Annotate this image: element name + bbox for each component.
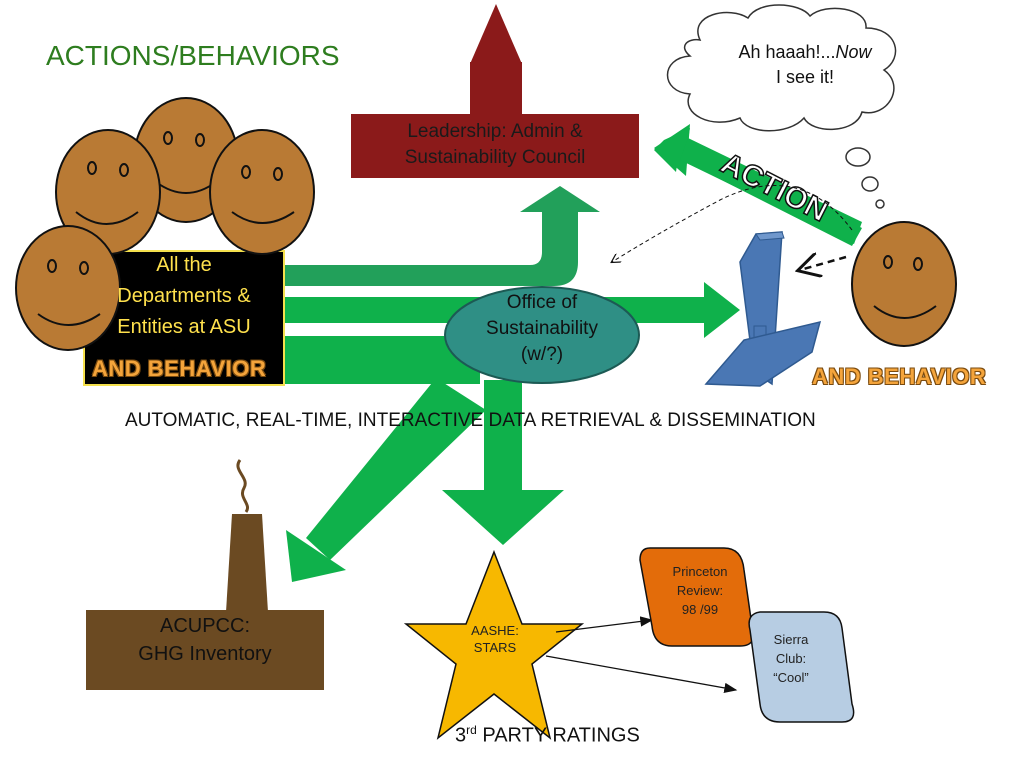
viewer-face — [851, 221, 957, 347]
face-cluster — [15, 97, 315, 351]
action-arrow — [654, 124, 862, 246]
princeton-line-3: 98 /99 — [681, 602, 719, 617]
page-title: ACTIONS/BEHAVIORS — [46, 40, 340, 71]
princeton-line-2: Review: — [676, 583, 724, 598]
sierra-line-2: Club: — [775, 651, 807, 666]
departments-line-1: All the — [156, 254, 212, 276]
thought-line-1-italic: Now — [835, 42, 872, 62]
dashed-feedback-arrow — [612, 185, 853, 262]
departments-line-2: Departments & — [117, 285, 251, 307]
thought-line-1-plain: Ah haaah!... — [738, 42, 836, 62]
princeton-line-1: Princeton — [672, 564, 728, 579]
sierra-line-1: Sierra — [773, 632, 809, 647]
computer-monitor — [704, 231, 822, 387]
up-arrow-to-leadership — [282, 186, 600, 286]
departments-line-3: Entities at ASU — [117, 316, 251, 338]
thought-line-2: I see it! — [775, 67, 835, 87]
leadership-line-1: Leadership: Admin & — [407, 121, 583, 142]
leadership-steeple — [470, 4, 522, 116]
office-line-1: Office of — [506, 292, 578, 313]
leadership-label: Leadership: Admin & Sustainability Counc… — [351, 114, 639, 178]
acupcc-line-2: GHG Inventory — [138, 643, 272, 665]
sierra-line-3: “Cool” — [773, 670, 809, 685]
princeton-scroll — [639, 547, 755, 647]
office-line-2: Sustainability — [486, 318, 598, 339]
office-ellipse — [444, 286, 640, 384]
aashe-line-1: AASHE: — [471, 623, 519, 638]
leadership-line-2: Sustainability Council — [404, 147, 586, 168]
arrow-to-sierra — [545, 655, 738, 694]
aashe-label: AASHE: STARS — [452, 622, 538, 656]
ratings-superscript: rd — [466, 723, 477, 737]
acupcc-label: ACUPCC: GHG Inventory — [86, 612, 324, 668]
thought-text: Ah haaah!...Now I see it! — [690, 40, 920, 90]
arrow-to-princeton — [555, 616, 654, 633]
acupcc-box — [86, 610, 324, 690]
aashe-line-2: STARS — [473, 640, 517, 655]
sierra-label: Sierra Club: “Cool” — [745, 630, 837, 687]
down-arrow-to-ratings — [442, 380, 564, 545]
office-line-3: (w/?) — [520, 344, 564, 365]
ratings-rest: PARTY RATINGS — [476, 724, 640, 747]
acupcc-line-1: ACUPCC: — [159, 615, 250, 637]
sierra-scroll — [748, 611, 855, 723]
thought-cloud — [666, 4, 897, 209]
dashed-view-arrow — [800, 257, 847, 270]
leadership-banner — [351, 114, 639, 178]
departments-label: All the Departments & Entities at ASU — [86, 250, 282, 343]
office-label: Office of Sustainability (w/?) — [446, 290, 638, 368]
action-label: ACTION — [716, 147, 833, 229]
thought-line-1: Ah haaah!...Now — [690, 40, 920, 65]
behavior-label-right: AND BEHAVIOR — [812, 364, 987, 389]
third-party-ratings-caption: 3rd PARTY RATINGS — [455, 723, 640, 748]
princeton-label: Princeton Review: 98 /99 — [650, 562, 750, 619]
face-right — [209, 129, 315, 255]
behavior-label-left: AND BEHAVIOR — [92, 356, 267, 381]
aashe-star — [403, 549, 585, 740]
ratings-prefix: 3 — [455, 724, 467, 747]
face-bottom-left — [15, 225, 121, 351]
smokestack — [226, 459, 268, 612]
data-retrieval-caption: AUTOMATIC, REAL-TIME, INTERACTIVE DATA R… — [125, 410, 816, 431]
diagonal-arrow-to-acupcc — [286, 378, 486, 582]
